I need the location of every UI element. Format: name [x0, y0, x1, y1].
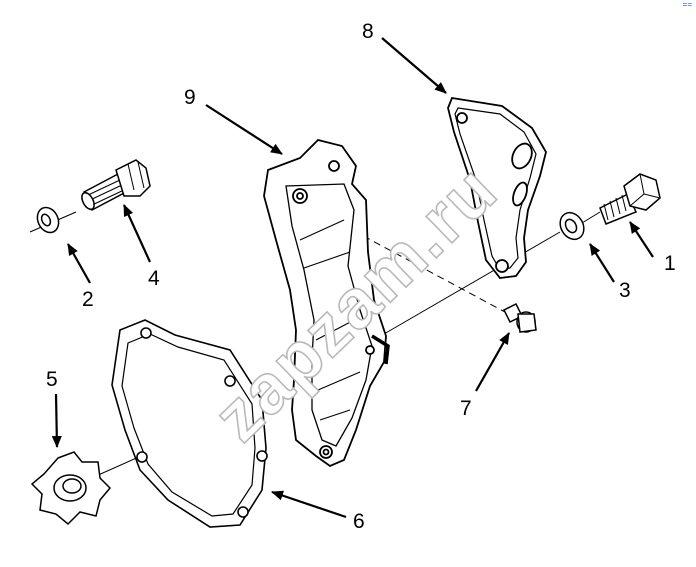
callout-2: 2	[82, 288, 94, 311]
stud-bolt-part	[81, 159, 151, 212]
hex-bolt-part	[599, 173, 661, 225]
leader-arrows	[51, 37, 654, 519]
callout-labels: 1 2 3 4 5 6 7 8 9	[46, 20, 676, 533]
callout-8: 8	[362, 20, 374, 43]
callout-4: 4	[148, 267, 160, 290]
callout-6: 6	[353, 510, 365, 533]
plate-part	[447, 96, 547, 279]
gasket-part	[111, 319, 268, 528]
callout-5: 5	[46, 368, 58, 391]
small-bolt-part	[502, 302, 537, 333]
callout-3: 3	[619, 279, 631, 302]
lock-washer-part	[559, 211, 585, 241]
coupling-spider-part	[30, 451, 112, 526]
callout-1: 1	[664, 252, 676, 275]
callout-9: 9	[184, 86, 196, 109]
mounting-bracket-part	[263, 139, 390, 468]
corner-mark: ==	[682, 0, 692, 9]
callout-7: 7	[460, 397, 472, 420]
washer-part	[36, 206, 60, 234]
